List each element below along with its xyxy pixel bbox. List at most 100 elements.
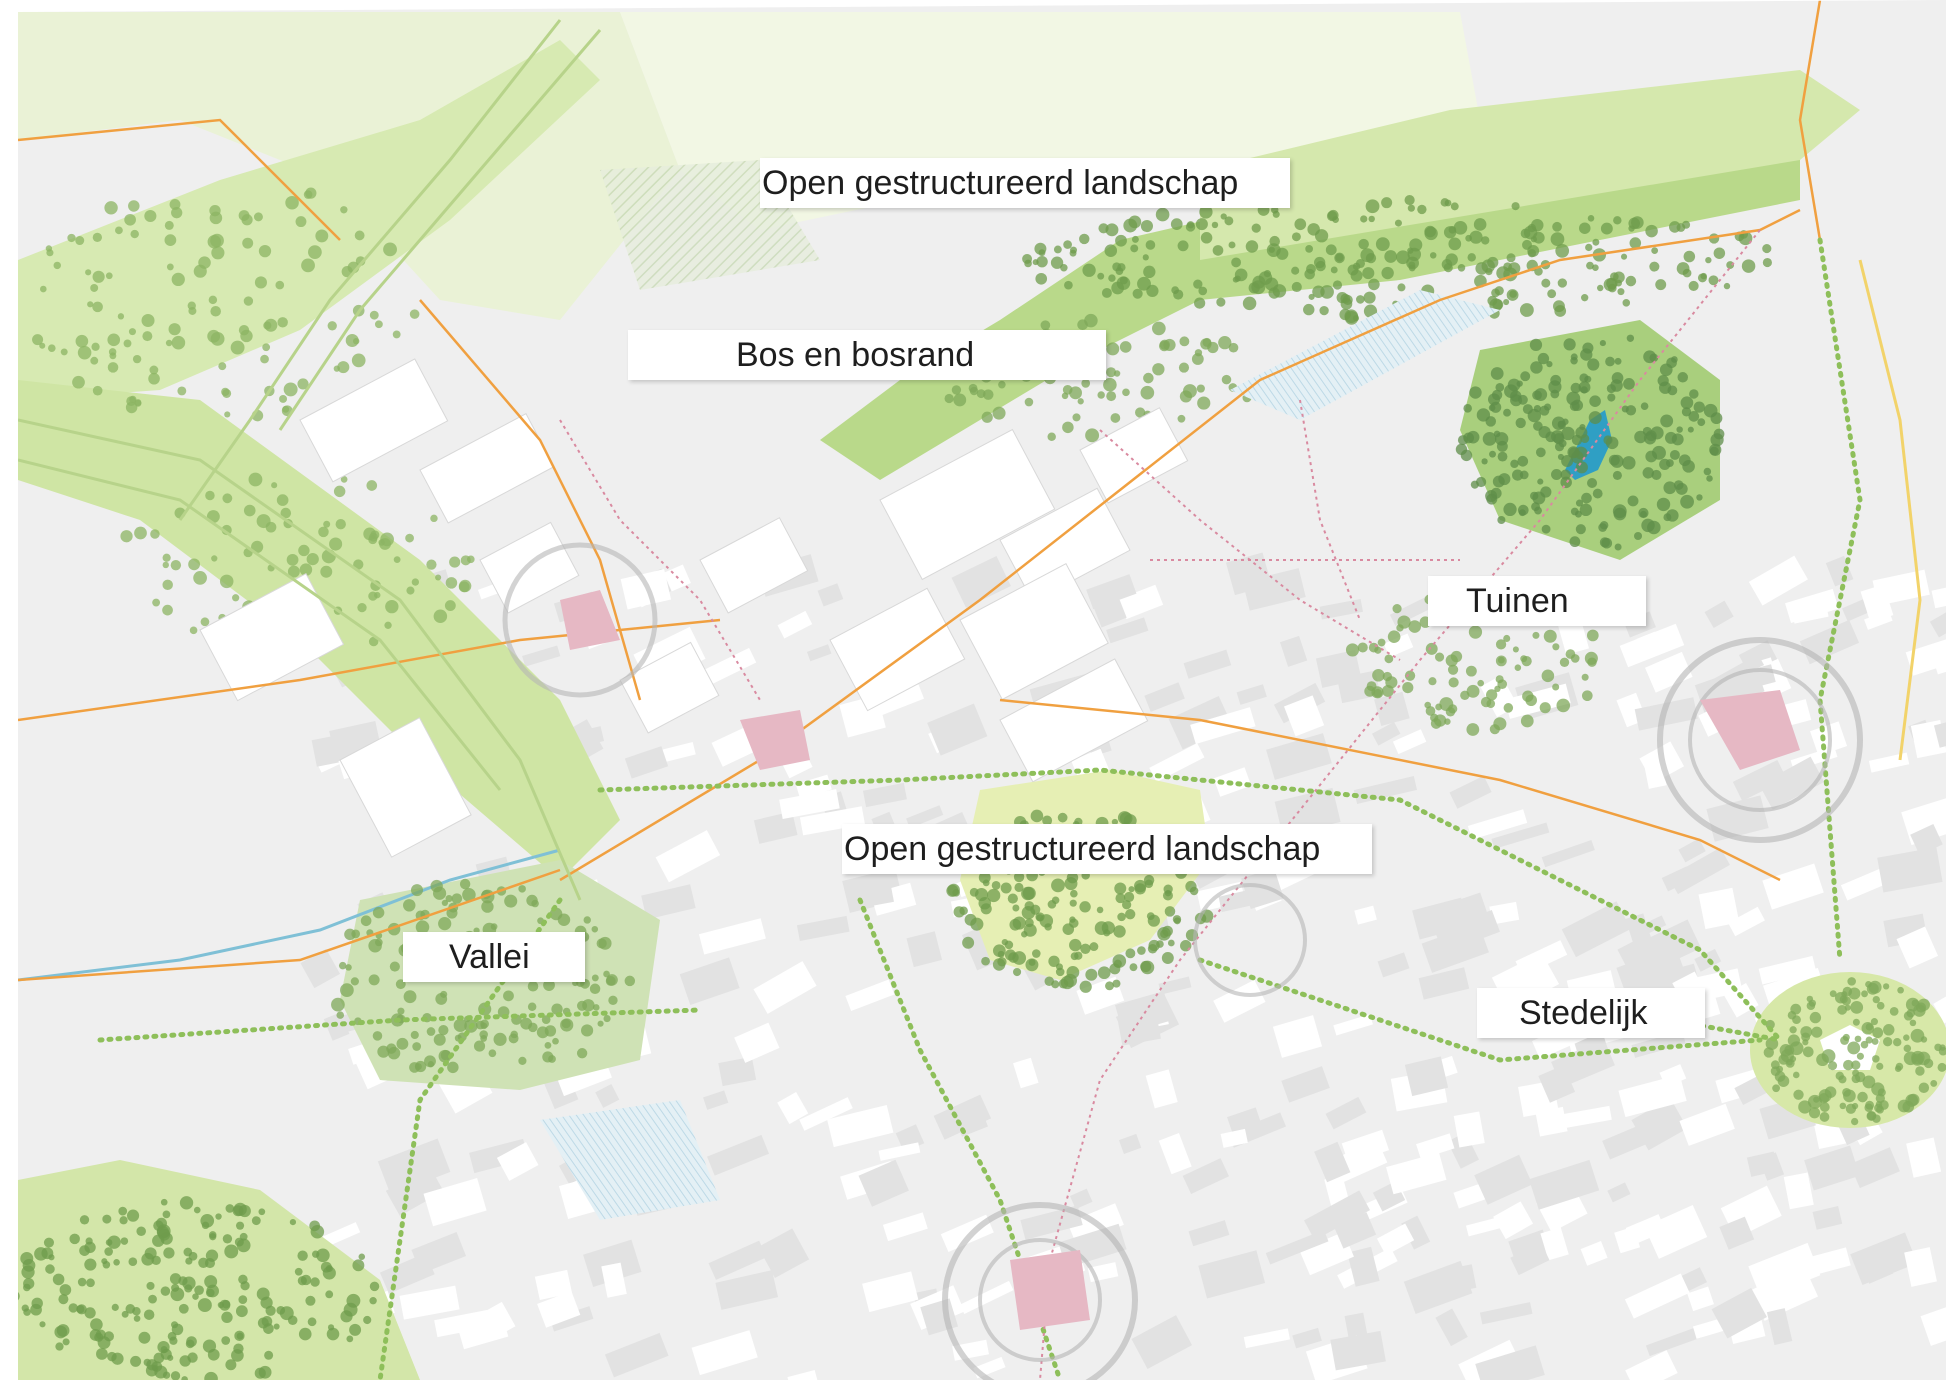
tree <box>1503 502 1517 517</box>
tree <box>136 1226 146 1237</box>
tree <box>1404 194 1415 206</box>
tree <box>251 1216 261 1226</box>
city-block <box>1118 1133 1142 1155</box>
tree <box>357 602 367 613</box>
tree <box>1651 247 1659 255</box>
tree <box>1762 243 1772 254</box>
tree <box>1539 405 1550 416</box>
city-block <box>1479 1302 1533 1325</box>
tree <box>352 1259 365 1272</box>
tree <box>1450 650 1463 663</box>
tree <box>192 1293 199 1300</box>
tree <box>1579 423 1586 431</box>
tree <box>1537 478 1544 485</box>
city-block <box>1711 1287 1767 1339</box>
tree <box>260 354 269 364</box>
tree <box>1252 275 1266 289</box>
tree <box>1708 275 1719 286</box>
zone-label-urban: Stedelijk <box>1477 988 1705 1038</box>
tree <box>132 354 142 364</box>
tree <box>119 1216 128 1225</box>
tree <box>104 201 118 215</box>
tree <box>1490 487 1502 499</box>
tree <box>1137 946 1146 955</box>
tree <box>1558 439 1567 448</box>
tree <box>1910 1028 1925 1043</box>
tree <box>1839 1102 1847 1110</box>
tree <box>96 1348 108 1360</box>
tree <box>1537 352 1550 365</box>
tree <box>1688 280 1699 291</box>
tree <box>1640 510 1647 518</box>
tree <box>1012 904 1020 912</box>
tree <box>1883 1024 1895 1036</box>
tree <box>580 1024 594 1037</box>
tree <box>1546 361 1553 368</box>
tree <box>1024 901 1035 911</box>
tree <box>1540 486 1552 498</box>
motorway-lanes <box>18 19 602 901</box>
tree <box>1161 952 1174 964</box>
city-block <box>1561 901 1631 958</box>
tree <box>1561 426 1575 441</box>
tree <box>1551 468 1563 481</box>
tree <box>201 1221 210 1230</box>
tree <box>1119 341 1132 353</box>
city-block <box>1719 1216 1755 1250</box>
tree <box>134 399 142 407</box>
city-block <box>1762 863 1824 910</box>
tree <box>1660 414 1674 428</box>
tree <box>1448 677 1459 688</box>
tree <box>1450 202 1459 211</box>
tree <box>171 1283 180 1292</box>
tree <box>1550 232 1565 247</box>
city-block <box>707 1134 770 1176</box>
tree <box>1212 245 1224 256</box>
tree <box>1194 297 1206 309</box>
city-block <box>787 1369 822 1380</box>
tree <box>1381 197 1393 209</box>
tree <box>265 521 277 533</box>
tree <box>991 880 1001 890</box>
city-block <box>1541 839 1595 868</box>
tree <box>1291 232 1301 242</box>
tree <box>1408 620 1422 633</box>
tree <box>366 480 378 491</box>
tree <box>1097 272 1105 280</box>
tree <box>346 1293 361 1308</box>
tree <box>309 1220 321 1232</box>
tree <box>105 272 113 280</box>
city-block <box>1353 776 1418 804</box>
tree <box>312 1250 320 1258</box>
tree <box>1575 499 1584 507</box>
tree <box>1111 281 1125 295</box>
hub-squares <box>560 590 1800 1330</box>
industrial-building <box>959 562 1109 701</box>
tree <box>1865 1100 1875 1110</box>
tree <box>1571 399 1584 412</box>
tree <box>1622 299 1631 307</box>
tree <box>1268 287 1280 299</box>
tree <box>1621 405 1629 413</box>
tree <box>591 925 599 933</box>
tree <box>1520 714 1534 728</box>
tree <box>178 1303 189 1314</box>
city-block <box>1401 1215 1431 1250</box>
tree <box>1806 1001 1816 1010</box>
tree <box>1199 205 1213 219</box>
tree <box>1119 276 1128 285</box>
tree <box>1200 232 1213 244</box>
tree <box>263 321 272 330</box>
tree <box>345 964 352 971</box>
tree <box>1191 353 1204 365</box>
tree <box>1893 1037 1902 1047</box>
city-block <box>1679 1103 1735 1146</box>
industrial-building <box>699 517 809 614</box>
tree <box>102 1214 112 1224</box>
tree <box>123 339 132 348</box>
city-block <box>1236 684 1267 705</box>
tree <box>1148 939 1160 952</box>
tree <box>1592 488 1603 499</box>
tree <box>969 887 979 897</box>
